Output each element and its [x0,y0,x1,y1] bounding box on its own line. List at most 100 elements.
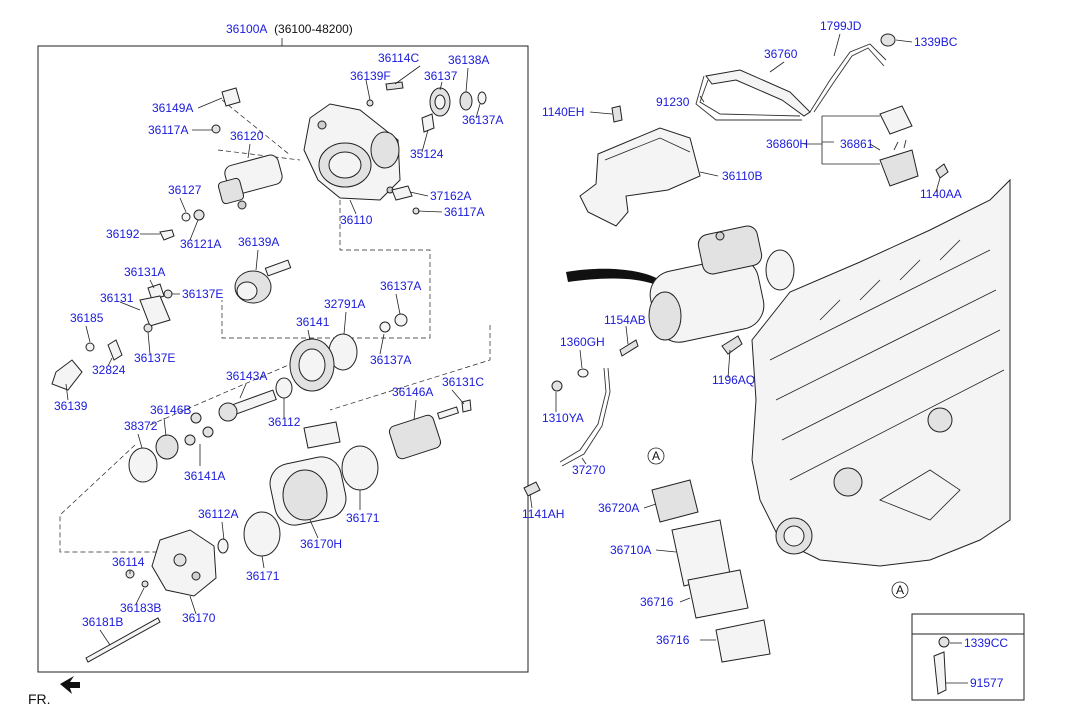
black-arrow [566,268,660,284]
label-36138A: 36138A [448,53,489,67]
gear-36141 [289,338,335,392]
oring-36171-right [341,445,379,491]
svg-text:FR.: FR. [28,691,51,707]
label-36149A: 36149A [152,101,193,115]
ref-callout-A-bottom: A [891,581,909,599]
label-36117A: 36117A [148,123,188,137]
assembly-frame [37,45,529,673]
label-36861: 36861 [840,137,874,151]
washer-36112A [217,538,229,554]
ring-36137A-mid-a [394,313,408,327]
armature-36146A [388,406,460,460]
bracket-37162A [391,185,413,201]
nut-1339CC [938,636,950,648]
screw-36117A-top [211,124,221,134]
washer-36112 [275,377,293,399]
label-38372: 38372 [124,419,158,433]
solenoid-36120 [217,154,283,210]
cable-1799JD [809,43,887,113]
washer-36127 [181,212,191,222]
label-36170: 36170 [182,611,216,625]
label-36171: 36171 [346,511,380,525]
label-36120: 36120 [230,129,264,143]
label-36860H: 36860H [766,137,808,151]
label-36137: 36137 [424,69,458,83]
bolt-1196AQ [721,335,743,355]
label-36137A: 36137A [462,113,503,127]
label-1154AB: 1154AB [604,313,646,327]
label-36137E-2: 36137E [134,351,175,365]
inset-label-1339CC: 1339CC [964,636,1008,650]
label-1310YA: 1310YA [542,411,584,425]
engine-block [751,178,1011,567]
starter-motor-assembly [648,225,795,343]
label-36143A: 36143A [226,369,267,383]
label-91230: 91230 [656,95,690,109]
svg-text:A: A [896,583,904,597]
through-bolt-36181B [85,617,161,663]
stud-1154AB [619,339,639,357]
label-36183B: 36183B [120,601,161,615]
cable-37270 [559,367,607,463]
label-36112: 36112 [268,415,301,429]
clip-36192 [159,229,175,241]
label-36114: 36114 [112,555,145,569]
washer-36185 [85,342,95,352]
label-36716: 36716 [640,595,674,609]
spring-35124 [421,113,435,133]
label-1140EH: 1140EH [542,105,584,119]
part-36137E-lower [143,323,153,333]
label-36141A: 36141A [184,469,225,483]
label-36139F: 36139F [350,69,391,83]
ref-callout-A-top: A [647,447,665,465]
nut-1310YA [551,380,563,392]
label-1141AH: 1141AH [522,507,564,521]
spring-32824 [107,339,123,361]
gasket-36716-upper [687,569,749,619]
gasket-36716-lower [715,619,771,663]
planet-gears-36141A [184,412,214,446]
label-1360GH: 1360GH [560,335,605,349]
label-36137E: 36137E [182,287,223,301]
bolt-36114C [385,81,404,91]
label-35124: 35124 [410,147,444,161]
clip-1339BC [880,33,896,47]
ring-36137A-mid-b [379,321,391,333]
washer-36139F [366,99,374,107]
cover-36139 [51,359,83,391]
label-36710A: 36710A [610,543,651,557]
bolt-1140EH [611,105,623,123]
label-1799JD: 1799JD [820,19,862,33]
label-36131C: 36131C [442,375,484,389]
label-36141: 36141 [296,315,330,329]
label-36117A-2: 36117A [444,205,484,219]
planet-shaft-36143A [218,389,277,422]
label-36146B: 36146B [150,403,191,417]
snap-ring-38372 [128,447,158,483]
label-1339BC: 1339BC [914,35,958,49]
ring-36137A-top [477,91,487,105]
label-36185: 36185 [70,311,104,325]
part-36137E-upper [163,289,173,299]
label-32824: 32824 [92,363,126,377]
label-36192: 36192 [106,227,140,241]
oring-36171-left [243,511,281,557]
label-36137A-3: 36137A [380,279,421,293]
bearing-36138A [459,91,473,111]
label-36112A: 36112A [198,507,238,521]
label-36139A: 36139A [238,235,279,249]
bolt-1140AA [935,163,949,179]
washer-1360GH [577,368,589,378]
label-36720A: 36720A [598,501,639,515]
svg-text:A: A [652,449,660,463]
front-direction-marker: FR. [28,676,80,707]
pinion-gear-36137 [429,87,451,117]
label-32791A: 32791A [324,297,365,311]
label-36127: 36127 [168,183,202,197]
label-36716-2: 36716 [656,633,690,647]
gear-36146B [155,434,179,460]
label-36110: 36110 [340,213,373,227]
label-37270: 37270 [572,463,606,477]
filter-36720A [651,479,699,523]
